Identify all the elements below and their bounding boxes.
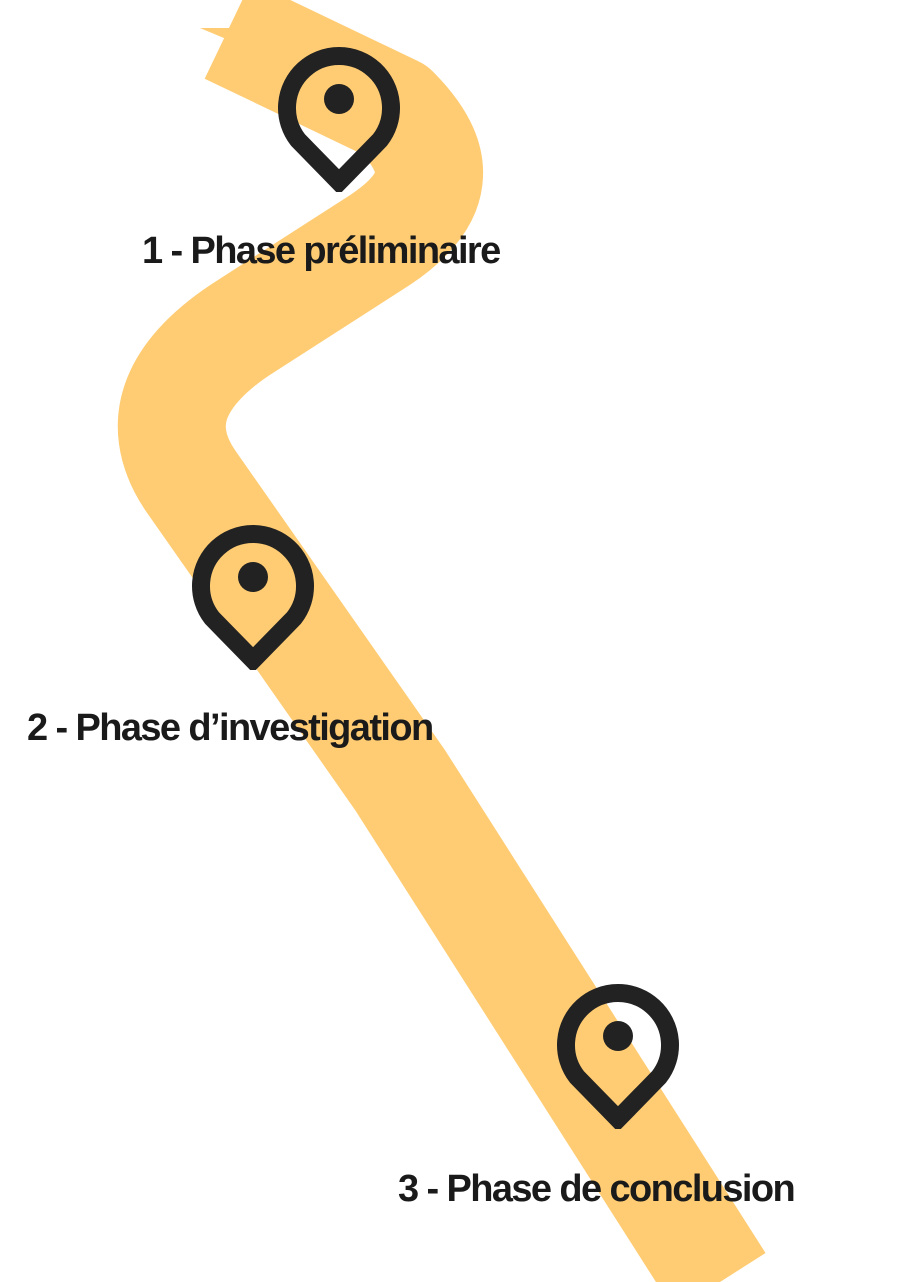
phase-3-label: 3 - Phase de conclusion (398, 1168, 796, 1210)
phase-1-label: 1 - Phase préliminaire (142, 230, 501, 272)
map-pin-icon (276, 36, 402, 192)
map-pin-icon (190, 514, 316, 670)
phase-2-label: 2 - Phase d’investigation (27, 707, 434, 749)
map-pin-icon (555, 973, 681, 1129)
